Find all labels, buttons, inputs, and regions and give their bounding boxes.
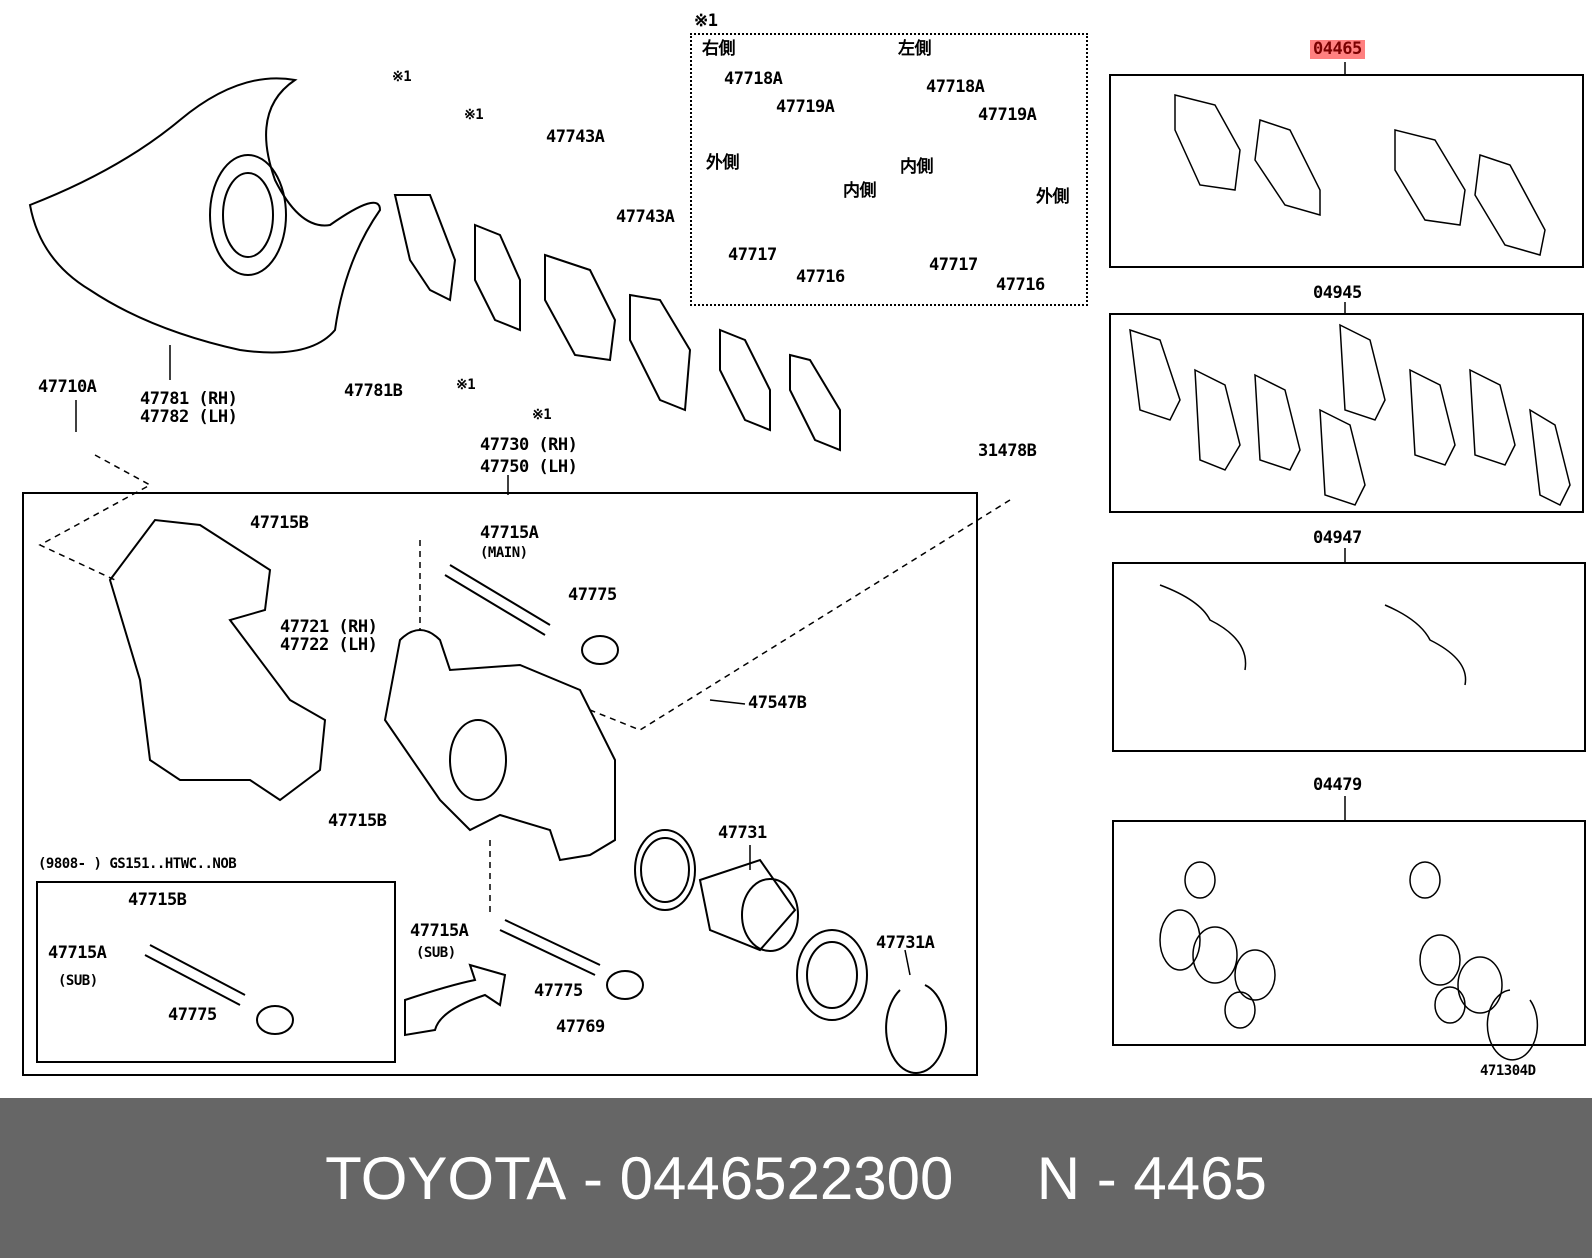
- part-label: 47715A: [48, 943, 107, 963]
- kit-label-04465-highlighted[interactable]: 04465: [1310, 40, 1365, 59]
- caliper-assembly-box: [22, 492, 978, 1076]
- right-side-label: 右側: [702, 39, 736, 59]
- inner-label: 内側: [900, 157, 934, 177]
- snap-ring: [885, 984, 948, 1074]
- footer-bar: TOYOTA - 0446522300 N - 4465: [0, 1098, 1592, 1258]
- separator: -: [566, 1144, 620, 1212]
- note-mark: ※1: [464, 107, 484, 123]
- kit-label-04947[interactable]: 04947: [1313, 528, 1362, 548]
- part-label: 47715A: [480, 523, 539, 543]
- brand-name: TOYOTA: [325, 1144, 567, 1212]
- part-label: 47721 (RH): [280, 617, 378, 637]
- kit-box-04479: [1112, 820, 1586, 1046]
- kit-label-04945[interactable]: 04945: [1313, 283, 1362, 303]
- part-label: 47781B: [344, 381, 403, 401]
- kit-box-04465: [1109, 74, 1584, 268]
- part-label: 47719A: [776, 97, 835, 117]
- sub-label: (SUB): [416, 945, 456, 961]
- kit-box-04947: [1112, 562, 1586, 752]
- part-label: 47718A: [926, 77, 985, 97]
- part-label: 47719A: [978, 105, 1037, 125]
- part-label: 47775: [568, 585, 617, 605]
- part-label: 47731: [718, 823, 767, 843]
- outer-label: 外側: [706, 153, 740, 173]
- part-label: 47743A: [616, 207, 675, 227]
- part-label: 47715A: [410, 921, 469, 941]
- part-label: 47547B: [748, 693, 807, 713]
- part-label: 47715B: [128, 890, 187, 910]
- kit-box-04945: [1109, 313, 1584, 513]
- part-label: 47781 (RH): [140, 389, 238, 409]
- part-label: 47715B: [250, 513, 309, 533]
- part-label: 47718A: [724, 69, 783, 89]
- alt-part-number: N - 4465: [1036, 1144, 1267, 1212]
- sub-label: (SUB): [58, 973, 98, 989]
- outer-label: 外側: [1036, 187, 1070, 207]
- clip-set-box: [690, 33, 1088, 306]
- note-mark: ※1: [532, 407, 552, 423]
- disc-dust-shield: [28, 77, 382, 354]
- part-label: 47775: [168, 1005, 217, 1025]
- part-label: 47782 (LH): [140, 407, 238, 427]
- part-label: 31478B: [978, 441, 1037, 461]
- brake-pads: [393, 194, 841, 452]
- note-mark: ※1: [694, 11, 718, 31]
- part-label: 47743A: [546, 127, 605, 147]
- note-mark: ※1: [392, 69, 412, 85]
- arrow-graphic: [404, 963, 507, 1037]
- left-side-label: 左側: [898, 39, 932, 59]
- part-label: 47716: [796, 267, 845, 287]
- part-label: 47716: [996, 275, 1045, 295]
- part-label: 47710A: [38, 377, 97, 397]
- spacer: [953, 1144, 1036, 1213]
- caliper-mounting: [108, 518, 327, 802]
- part-label: 47750 (LH): [480, 457, 578, 477]
- caliper-body: [383, 629, 616, 862]
- diagram-code: 471304D: [1480, 1063, 1536, 1079]
- kit-label-04479[interactable]: 04479: [1313, 775, 1362, 795]
- part-label: 47717: [728, 245, 777, 265]
- part-label: 47715B: [328, 811, 387, 831]
- part-label: 47769: [556, 1017, 605, 1037]
- part-label: 47730 (RH): [480, 435, 578, 455]
- parts-drawing: [28, 62, 1571, 1074]
- inner-label: 内側: [843, 181, 877, 201]
- applicability-note: (9808- ) GS151..HTWC..NOB: [38, 856, 237, 872]
- note-mark: ※1: [456, 377, 476, 393]
- part-label: 47722 (LH): [280, 635, 378, 655]
- part-label: 47731A: [876, 933, 935, 953]
- part-label: 47775: [534, 981, 583, 1001]
- sub-variant-box: [36, 881, 396, 1063]
- main-label: (MAIN): [480, 545, 528, 561]
- part-label: 47717: [929, 255, 978, 275]
- part-number: 0446522300: [619, 1144, 954, 1212]
